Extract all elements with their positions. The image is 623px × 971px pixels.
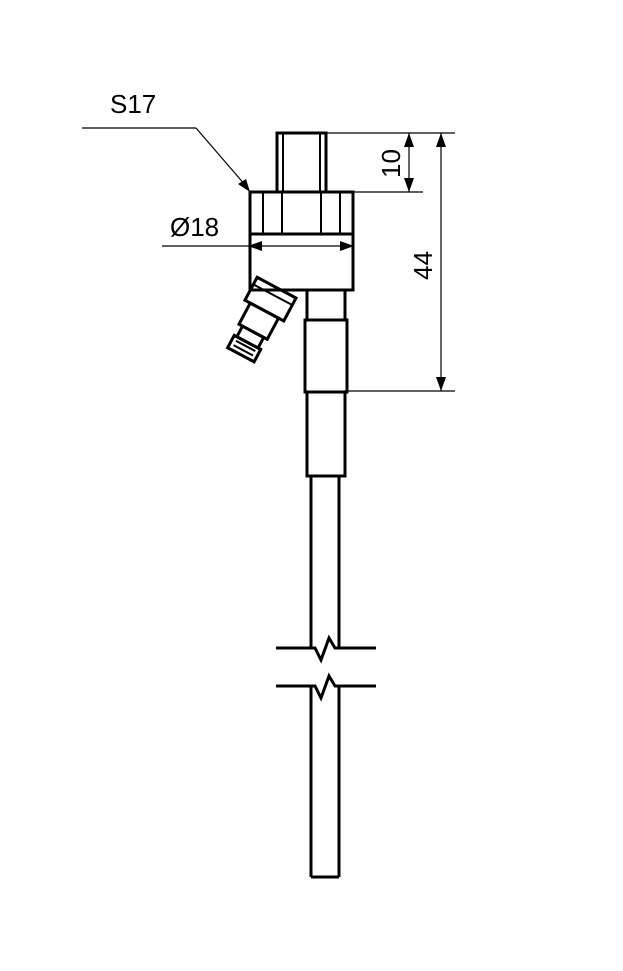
connector-head	[248, 232, 355, 292]
probe-sleeve-upper	[303, 288, 349, 394]
dimension-s17: S17	[82, 89, 250, 192]
overall-length-label: 44	[408, 251, 438, 280]
dimension-overall-length: 44	[344, 133, 455, 392]
diameter-label: Ø18	[170, 212, 219, 242]
thread-stub	[275, 131, 328, 194]
probe-shaft-lower	[309, 686, 341, 879]
cable-gland	[225, 275, 299, 364]
break-symbol	[276, 634, 376, 702]
hex-nut	[248, 190, 355, 236]
s17-arrowhead	[238, 179, 250, 192]
probe-shaft-upper	[309, 476, 341, 648]
thread-length-label: 10	[376, 149, 406, 178]
dimension-thread-length: 10	[326, 132, 455, 193]
wrench-size-label: S17	[110, 89, 156, 119]
dimension-diameter: Ø18	[162, 212, 354, 251]
probe-sleeve-lower	[305, 390, 347, 478]
